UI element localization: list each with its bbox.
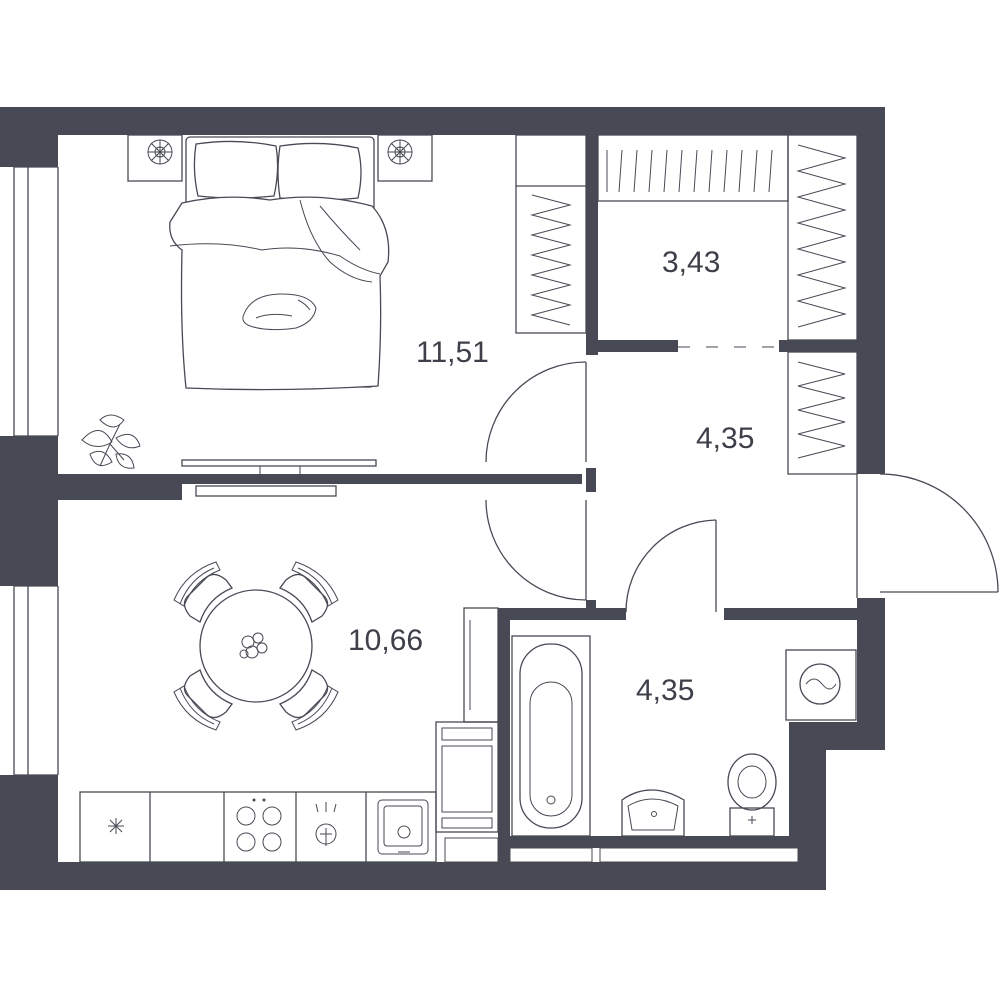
wall-bath-left [498, 608, 510, 862]
chair-top-left [173, 561, 234, 623]
nightstand-right [377, 134, 433, 182]
wardrobes [515, 134, 858, 475]
chair-bottom-left [173, 669, 234, 731]
wall-closet-bottom-left [586, 340, 678, 352]
closet-rack-top [597, 134, 789, 202]
wall-right-upper [857, 107, 885, 474]
bath-window-left [509, 847, 593, 863]
room-area-hallway: 4,35 [696, 422, 755, 455]
chair-top-right [278, 561, 339, 623]
bath-window-gap-left [510, 848, 592, 862]
wall-bath-notch [586, 600, 596, 614]
door-entrance[interactable] [856, 473, 999, 598]
bathroom-fixtures [511, 635, 857, 837]
wall-closet-bottom-right [779, 340, 859, 352]
room-area-storage: 3,43 [662, 246, 721, 279]
window-kitchen [0, 585, 59, 776]
tv [181, 459, 377, 474]
wall-stub [586, 468, 596, 492]
wall-right-bottom [798, 722, 826, 890]
cat-icon [242, 293, 317, 331]
blanket [169, 196, 390, 391]
windows [0, 166, 59, 776]
washbasin [621, 789, 685, 837]
walls [0, 107, 885, 890]
room-area-bedroom: 11,51 [416, 336, 489, 369]
lamp-left-icon [147, 139, 173, 165]
wall-bath-top-left [498, 608, 626, 620]
washing-machine [785, 649, 857, 721]
bedroom-furniture [81, 134, 433, 497]
room-area-bathroom: 4,35 [636, 674, 695, 707]
kitchen-bath-gap [445, 838, 498, 862]
door-kitchen[interactable] [485, 499, 587, 601]
wall-bath-right [789, 722, 798, 848]
kitchen-sink [377, 799, 429, 855]
fridge [435, 721, 499, 833]
wall-left-mid [0, 436, 58, 586]
star-icon [108, 818, 124, 834]
wall-top [0, 107, 885, 135]
tall-cabinet [463, 607, 499, 723]
bath-window-right [599, 847, 799, 863]
doors [485, 346, 999, 613]
wall-bath-top-right [724, 608, 885, 620]
pillow-right [277, 142, 362, 201]
faucet-sink [315, 802, 337, 846]
wall-bottom [0, 862, 826, 890]
closet-shelf-right [787, 134, 858, 341]
bath-window-gap-right [600, 848, 798, 862]
wall-left-top [0, 107, 58, 167]
tv-stand [195, 485, 337, 497]
kitchen-counter [79, 791, 437, 863]
kitchen-bath-niche [444, 837, 499, 863]
dining-table [199, 589, 313, 703]
door-bedroom[interactable] [485, 361, 587, 463]
flowers-icon [239, 632, 268, 659]
wardrobe-hallway [787, 351, 858, 475]
door-bathroom[interactable] [625, 519, 717, 613]
bed [169, 136, 390, 391]
nightstand-left [127, 134, 183, 182]
wall-bedroom-kitchen-left [0, 474, 182, 500]
window-bedroom [0, 166, 59, 437]
plant-icon [81, 414, 141, 469]
toilet [727, 753, 777, 837]
bathtub [511, 635, 591, 837]
chair-bottom-right [278, 669, 339, 731]
room-area-kitchen: 10,66 [348, 624, 424, 657]
lamp-right-icon [387, 139, 413, 165]
wardrobe-bedroom [515, 134, 587, 334]
wall-bedroom-kitchen [182, 474, 582, 484]
stove [236, 798, 282, 852]
pillow-left [193, 140, 279, 199]
kitchen-furniture [79, 561, 499, 863]
wall-closet-left [586, 135, 598, 355]
wall-bath-bottom [498, 836, 798, 848]
